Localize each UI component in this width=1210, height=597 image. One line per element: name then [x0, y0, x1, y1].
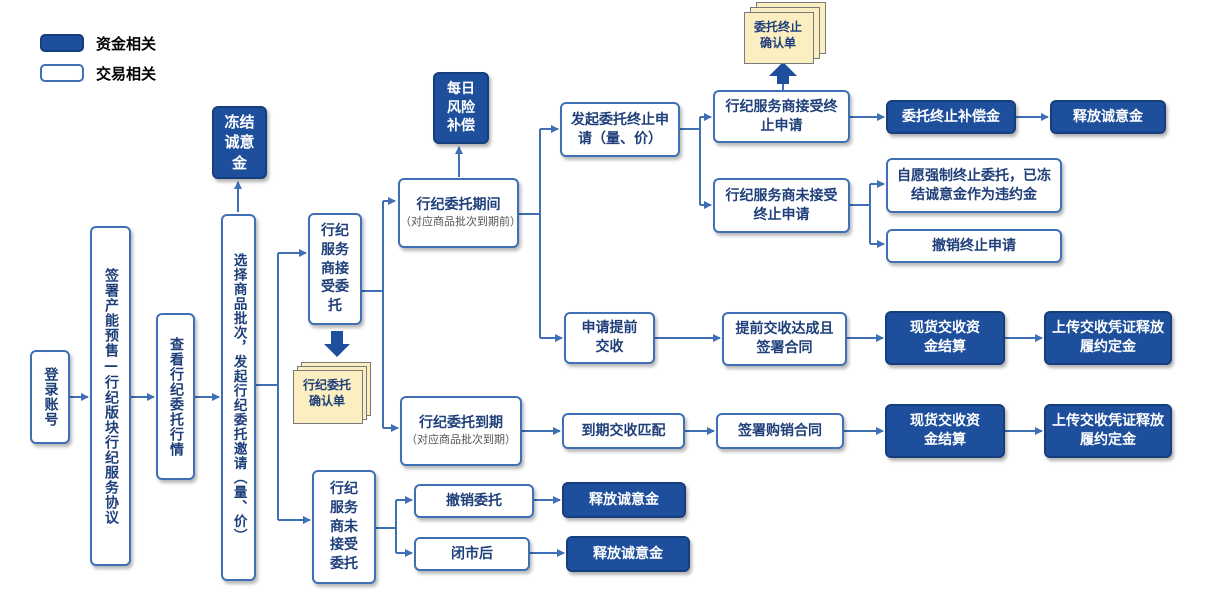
freeze-deposit-label: 冻结诚意金 [224, 113, 255, 172]
termination-comp-label: 委托终止补偿金 [902, 108, 1000, 125]
sign-purchase-label: 签署购销合同 [738, 422, 822, 439]
spot-settlement-2-node[interactable]: 现货交收资金结算 [885, 404, 1005, 458]
entrust-expire-node[interactable]: 行纪委托到期 （对应商品批次到期） [400, 396, 522, 466]
early-contract-label: 提前交收达成且签署合同 [735, 321, 834, 356]
entrust-expire-label: 行纪委托到期 [419, 415, 503, 432]
spot-settlement-1-label: 现货交收资金结算 [910, 320, 980, 355]
early-contract-node[interactable]: 提前交收达成且签署合同 [722, 312, 847, 366]
early-delivery-label: 申请提前交收 [581, 320, 638, 355]
termination-doc-label: 委托终止确认单 [753, 20, 802, 50]
termination-comp-node[interactable]: 委托终止补偿金 [886, 100, 1016, 134]
provider-accept-label: 行纪服务商接受委托 [321, 222, 349, 315]
legend-trade-swatch [40, 64, 84, 82]
spot-settlement-2-label: 现货交收资金结算 [910, 413, 980, 448]
sign-purchase-node[interactable]: 签署购销合同 [716, 413, 844, 449]
cancel-entrust-node[interactable]: 撤销委托 [414, 484, 534, 518]
confirm-doc-label: 行纪委托确认单 [302, 378, 351, 408]
release-deposit-2-node[interactable]: 释放诚意金 [562, 482, 686, 518]
upload-voucher-2-node[interactable]: 上传交收凭证释放履约定金 [1044, 404, 1172, 458]
accept-termination-label: 行纪服务商接受终止申请 [725, 98, 838, 134]
sign-agreement-node[interactable]: 签署产能预售—行纪版块行纪服务协议 [90, 226, 131, 566]
accept-termination-node[interactable]: 行纪服务商接受终止申请 [713, 90, 850, 143]
cancel-entrust-label: 撤销委托 [446, 492, 502, 509]
termination-doc-icon: 委托终止确认单 [744, 2, 826, 64]
expiry-match-label: 到期交收匹配 [581, 422, 666, 439]
initiate-termination-label: 发起委托终止申请（量、价） [571, 111, 669, 147]
entrust-period-node[interactable]: 行纪委托期间 （对应商品批次到期前） [398, 178, 521, 248]
provider-accept-node[interactable]: 行纪服务商接受委托 [308, 213, 362, 325]
release-deposit-3-node[interactable]: 释放诚意金 [566, 536, 690, 572]
sign-agreement-label: 签署产能预售—行纪版块行纪服务协议 [102, 267, 119, 525]
reject-termination-label: 行纪服务商未接受终止申请 [725, 187, 838, 223]
view-quotes-node[interactable]: 查看行纪委托行情 [156, 313, 195, 480]
provider-reject-node[interactable]: 行纪服务商未接受委托 [312, 470, 376, 584]
reject-termination-node[interactable]: 行纪服务商未接受终止申请 [713, 178, 850, 233]
entrust-period-label: 行纪委托期间 [416, 197, 501, 214]
select-batch-label: 选择商品批次，发起行纪委托邀请（量、价） [230, 252, 247, 543]
force-terminate-node[interactable]: 自愿强制终止委托，已冻结诚意金作为违约金 [886, 158, 1062, 213]
initiate-termination-node[interactable]: 发起委托终止申请（量、价） [560, 102, 680, 157]
login-node[interactable]: 登录账号 [30, 350, 70, 444]
freeze-deposit-node[interactable]: 冻结诚意金 [212, 106, 267, 179]
release-deposit-2-label: 释放诚意金 [589, 491, 659, 508]
upload-voucher-1-label: 上传交收凭证释放履约定金 [1052, 320, 1164, 355]
entrust-period-sub: （对应商品批次到期前） [400, 215, 521, 229]
legend-fund-label: 资金相关 [96, 35, 157, 53]
cancel-termination-label: 撤销终止申请 [932, 237, 1016, 254]
market-close-node[interactable]: 闭市后 [414, 537, 530, 571]
spot-settlement-1-node[interactable]: 现货交收资金结算 [885, 311, 1005, 365]
release-deposit-1-node[interactable]: 释放诚意金 [1050, 100, 1166, 134]
cancel-termination-node[interactable]: 撤销终止申请 [886, 229, 1062, 263]
market-close-label: 闭市后 [451, 545, 493, 562]
release-deposit-1-label: 释放诚意金 [1073, 108, 1143, 125]
confirm-doc-icon: 行纪委托确认单 [293, 362, 373, 424]
entrust-expire-sub: （对应商品批次到期） [406, 433, 516, 447]
upload-voucher-2-label: 上传交收凭证释放履约定金 [1052, 413, 1164, 448]
release-deposit-3-label: 释放诚意金 [593, 545, 663, 562]
expiry-match-node[interactable]: 到期交收匹配 [562, 413, 685, 449]
force-terminate-label: 自愿强制终止委托，已冻结诚意金作为违约金 [897, 167, 1051, 203]
view-quotes-label: 查看行纪委托行情 [167, 336, 184, 457]
legend-fund-swatch [40, 34, 84, 52]
provider-reject-label: 行纪服务商未接受委托 [330, 480, 358, 573]
early-delivery-node[interactable]: 申请提前交收 [564, 312, 655, 364]
legend-trade-label: 交易相关 [96, 65, 157, 83]
daily-compensation-node[interactable]: 每日风险补偿 [433, 72, 489, 144]
upload-voucher-1-node[interactable]: 上传交收凭证释放履约定金 [1044, 311, 1172, 365]
select-batch-node[interactable]: 选择商品批次，发起行纪委托邀请（量、价） [221, 214, 256, 581]
login-label: 登录账号 [42, 367, 59, 427]
daily-compensation-label: 每日风险补偿 [447, 80, 475, 135]
